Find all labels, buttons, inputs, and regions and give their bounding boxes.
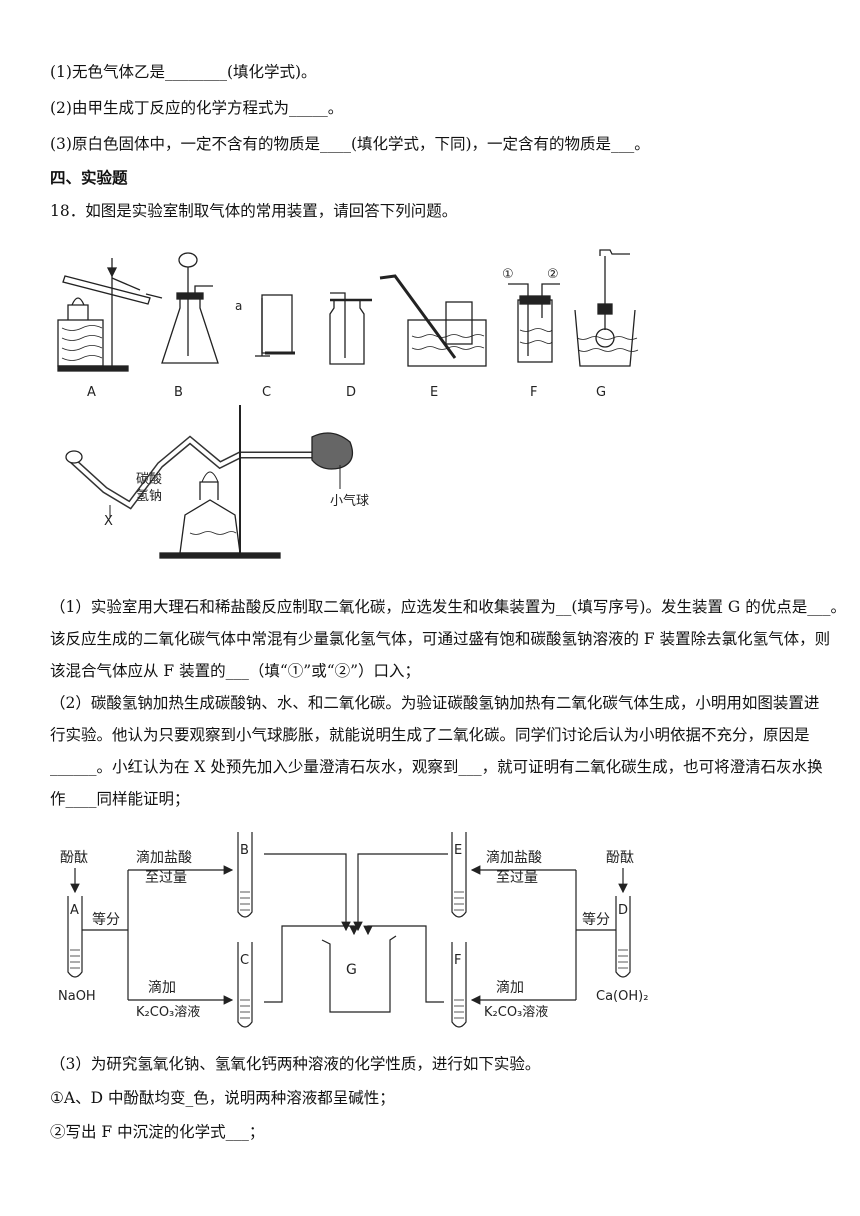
label-sodium-bicarbonate-1: 碳酸: [136, 472, 162, 487]
label-port-2: ②: [547, 267, 559, 282]
tube-f-label: F: [454, 953, 461, 968]
left-indicator-label: 酚酞: [60, 850, 88, 866]
tube-f: [451, 942, 467, 1028]
tube-a-label: A: [70, 903, 79, 918]
hcl-left-label-2: 至过量: [145, 870, 187, 886]
right-indicator-label: 酚酞: [606, 850, 634, 866]
tube-d: [615, 896, 631, 978]
q1-line-2: 该反应生成的二氧化碳气体中常混有少量氯化氢气体，可通过盛有饱和碳酸氢钠溶液的 F…: [50, 630, 831, 648]
k2co3-right-label-2: K₂CO₃溶液: [484, 1005, 548, 1020]
label-sodium-bicarbonate-2: 氢钠: [136, 489, 162, 504]
apparatus-g: [574, 249, 639, 367]
label-balloon: 小气球: [330, 493, 369, 509]
beaker-g-label: G: [346, 962, 357, 978]
apparatus-b: [161, 252, 219, 364]
label-d: D: [346, 385, 356, 400]
q2-line-2: 行实验。他认为只要观察到小气球膨胀，就能说明生成了二氧化碳。同学们讨论后认为小明…: [50, 726, 810, 744]
q3-line-3: ②写出 F 中沉淀的化学式___；: [50, 1123, 265, 1141]
q2-line-1: （2）碳酸氢钠加热生成碳酸钠、水、和二氧化碳。为验证碳酸氢钠加热有二氧化碳气体生…: [50, 694, 820, 712]
q2-line-3: ______。小红认为在 X 处预先加入少量澄清石灰水，观察到___，就可证明有…: [50, 758, 823, 776]
equal-left-label: 等分: [92, 911, 120, 928]
apparatus-f: [508, 283, 560, 363]
question-18-intro: 18．如图是实验室制取气体的常用装置，请回答下列问题。: [50, 202, 458, 220]
hcl-right-label-2: 至过量: [496, 870, 538, 886]
tube-c-label: C: [240, 953, 249, 968]
k2co3-left-label-1: 滴加: [148, 979, 176, 996]
question-1-top: (1)无色气体乙是________(填化学式)。: [50, 63, 317, 81]
apparatus-figure: A B a C D E ① ② F: [57, 249, 639, 400]
label-port-1: ①: [502, 267, 514, 282]
q2-line-4: 作____同样能证明；: [50, 790, 190, 808]
apparatus-e: [379, 274, 487, 367]
beaker-g: [321, 935, 397, 1013]
k2co3-right-label-1: 滴加: [496, 979, 524, 996]
q3-line-2: ①A、D 中酚酞均变_色，说明两种溶液都呈碱性；: [50, 1089, 395, 1107]
apparatus-d: [329, 292, 372, 365]
q1-line-1: （1）实验室用大理石和稀盐酸反应制取二氧化碳，应选发生和收集装置为__(填写序号…: [50, 598, 846, 616]
tube-c: [237, 942, 253, 1028]
apparatus-a: [57, 258, 163, 372]
label-g: G: [596, 385, 606, 400]
tube-b: [237, 832, 253, 918]
label-a: A: [87, 385, 96, 400]
tube-a: [67, 896, 83, 978]
apparatus-c: [255, 294, 295, 357]
q3-line-1: （3）为研究氢氧化钠、氢氧化钙两种溶液的化学性质，进行如下实验。: [50, 1055, 541, 1073]
question-3-top: (3)原白色固体中，一定不含有的物质是____(填化学式，下同)，一定含有的物质…: [50, 135, 650, 153]
caoh2-label: Ca(OH)₂: [596, 989, 648, 1004]
label-port-a: a: [235, 299, 242, 313]
label-f: F: [530, 385, 537, 400]
label-b: B: [174, 385, 183, 400]
label-x: X: [104, 514, 113, 529]
k2co3-left-label-2: K₂CO₃溶液: [136, 1005, 200, 1020]
hydroxide-experiment-diagram: 酚酞 A NaOH 等分 滴加盐酸 至过量 滴加 K₂CO₃溶液 B C G E…: [58, 832, 648, 1028]
tube-b-label: B: [240, 843, 249, 858]
hcl-right-label-1: 滴加盐酸: [486, 849, 542, 866]
tube-e: [451, 832, 467, 918]
tube-e-label: E: [454, 843, 462, 858]
label-e: E: [430, 385, 438, 400]
tube-d-label: D: [618, 903, 628, 918]
naoh-label: NaOH: [58, 989, 96, 1004]
equal-right-label: 等分: [582, 911, 610, 928]
section-title: 四、实验题: [50, 168, 128, 187]
question-2-top: (2)由甲生成丁反应的化学方程式为_____。: [50, 99, 344, 117]
hcl-left-label-1: 滴加盐酸: [136, 849, 192, 866]
sodium-bicarbonate-setup-figure: X 碳酸 氢钠 小气球: [65, 405, 369, 559]
q1-line-3: 该混合气体应从 F 装置的___（填“①”或“②”）口入；: [50, 662, 421, 680]
label-c: C: [262, 385, 271, 400]
